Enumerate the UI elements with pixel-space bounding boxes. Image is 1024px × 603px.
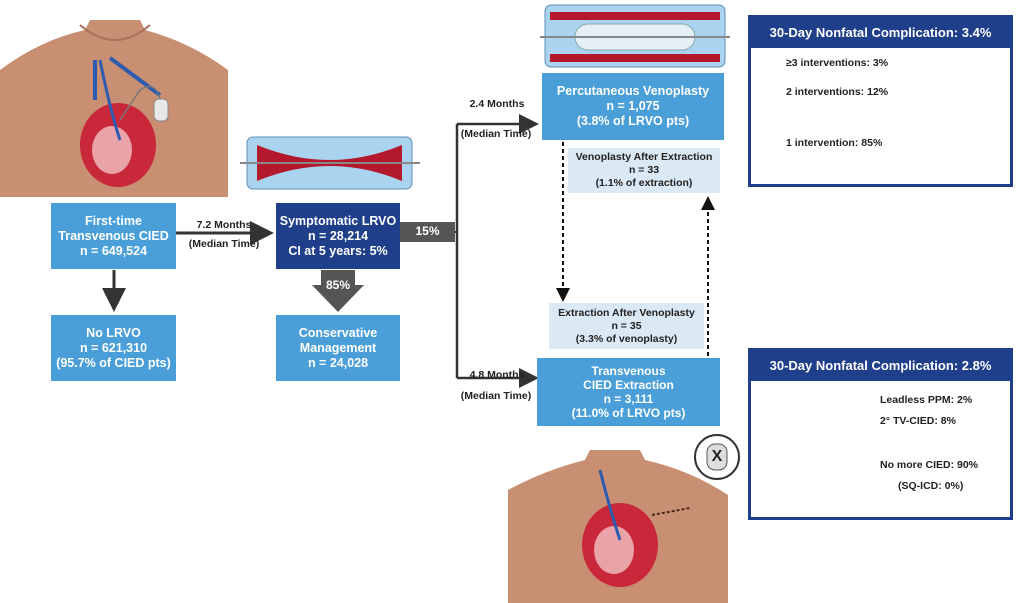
venoplasty-count: n = 1,075 — [606, 99, 660, 113]
first-time-cied-box: First-time Transvenous CIED n = 649,524 — [51, 203, 176, 269]
eav-title: Extraction After Venoplasty — [558, 306, 695, 319]
arrow-15-percent-branch — [400, 222, 455, 242]
complication-panel-top: 30-Day Nonfatal Complication: 3.4% — [748, 15, 1013, 187]
venoplasty-after-extraction-box: Venoplasty After Extraction n = 33 (1.1%… — [568, 148, 720, 193]
venoplasty-title: Percutaneous Venoplasty — [556, 84, 710, 98]
label-2-4-months: 2.4 Months — [469, 98, 525, 110]
label-median-time-2: (Median Time) — [460, 128, 532, 140]
symptomatic-count: n = 28,214 — [307, 228, 369, 243]
symptomatic-title: Symptomatic LRVO — [279, 213, 397, 228]
first-time-count: n = 649,524 — [79, 243, 148, 258]
label-15-percent: 15% — [415, 224, 440, 238]
label-4-8-months: 4.8 Months — [469, 369, 525, 381]
bottom-label-leadless: Leadless PPM: 2% — [880, 394, 973, 406]
chest-illustration-post-extraction — [508, 450, 728, 603]
panel-bottom-title: 30-Day Nonfatal Complication: 2.8% — [751, 351, 1010, 381]
arrow-85-percent — [312, 270, 364, 312]
vae-title: Venoplasty After Extraction — [575, 151, 713, 163]
no-lrvo-box: No LRVO n = 621,310 (95.7% of CIED pts) — [51, 315, 176, 381]
top-label-1: 1 intervention: 85% — [786, 137, 883, 149]
conservative-management-box: Conservative Management n = 24,028 — [276, 315, 400, 381]
eav-pct: (3.3% of venoplasty) — [575, 332, 678, 345]
conservative-line1: Conservative — [298, 325, 378, 340]
label-median-time-1: (Median Time) — [188, 238, 260, 250]
bottom-label-sq-icd: (SQ-ICD: 0%) — [898, 480, 964, 492]
extraction-line1: Transvenous — [591, 364, 666, 378]
device-x-label: X — [711, 448, 723, 465]
top-label-3plus: ≥3 interventions: 3% — [786, 57, 889, 69]
label-7-2-months: 7.2 Months — [196, 219, 252, 231]
vae-count: n = 33 — [628, 164, 660, 176]
device-removed-icon — [694, 434, 740, 480]
vae-pct: (1.1% of extraction) — [595, 177, 693, 189]
first-time-line2: Transvenous CIED — [58, 228, 169, 243]
extraction-after-venoplasty-box: Extraction After Venoplasty n = 35 (3.3%… — [549, 303, 704, 349]
conservative-count: n = 24,028 — [307, 355, 369, 370]
balloon-venoplasty-illustration — [540, 4, 730, 68]
no-lrvo-pct: (95.7% of CIED pts) — [56, 355, 171, 370]
panel-top-title: 30-Day Nonfatal Complication: 3.4% — [751, 18, 1010, 48]
label-85-percent: 85% — [325, 278, 351, 292]
percutaneous-venoplasty-box: Percutaneous Venoplasty n = 1,075 (3.8% … — [542, 73, 724, 140]
pie-inner-label: ~25% with CHB or VT — [788, 462, 842, 487]
conservative-line2: Management — [299, 340, 377, 355]
cied-extraction-box: Transvenous CIED Extraction n = 3,111 (1… — [537, 358, 720, 426]
first-time-line1: First-time — [85, 213, 142, 228]
chest-illustration-pacemaker — [0, 20, 228, 197]
extraction-pct: (11.0% of LRVO pts) — [571, 406, 686, 420]
extraction-count: n = 3,111 — [603, 392, 654, 406]
bottom-label-tv-cied: 2° TV-CIED: 8% — [880, 415, 956, 427]
complication-panel-bottom: 30-Day Nonfatal Complication: 2.8% — [748, 348, 1013, 520]
label-median-time-3: (Median Time) — [460, 390, 532, 402]
symptomatic-lrvo-box: Symptomatic LRVO n = 28,214 CI at 5 year… — [276, 203, 400, 269]
extraction-line2: CIED Extraction — [583, 378, 674, 392]
bottom-label-no-more: No more CIED: 90% — [880, 459, 979, 471]
no-lrvo-title: No LRVO — [86, 325, 141, 340]
eav-count: n = 35 — [611, 319, 642, 332]
symptomatic-ci: CI at 5 years: 5% — [288, 243, 388, 258]
venoplasty-pct: (3.8% of LRVO pts) — [576, 114, 690, 128]
no-lrvo-count: n = 621,310 — [79, 340, 148, 355]
top-label-2: 2 interventions: 12% — [786, 86, 889, 98]
stenosis-vein-illustration — [240, 136, 420, 190]
